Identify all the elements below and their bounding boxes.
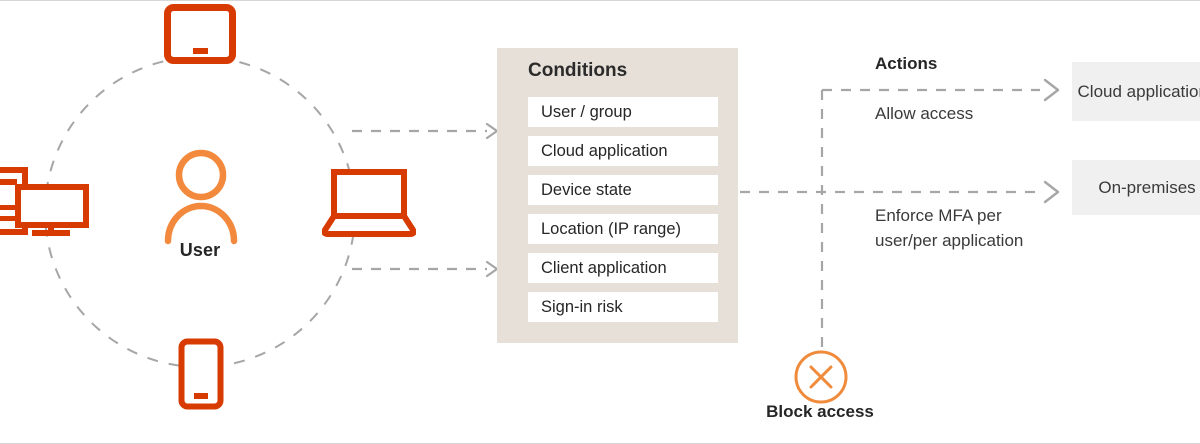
tablet-icon [164,4,236,64]
conditions-title: Conditions [528,60,628,81]
destination-cloud-applications[interactable]: Cloud applications [1072,62,1200,121]
identity-cluster: User [0,0,440,444]
phone-icon [178,338,224,410]
arrowhead-upper-conditions [485,122,499,140]
condition-item-sign-in-risk[interactable]: Sign-in risk [528,292,718,322]
arrowhead-onpremises [1043,180,1060,204]
user-label: User [179,240,221,260]
destination-on-premises[interactable]: On-premises [1072,160,1200,215]
circle-x-icon [792,348,850,406]
condition-item-user-group[interactable]: User / group [528,97,718,127]
laptop-icon [321,168,417,238]
desktop-server-icon [0,167,90,239]
conditions-list: User / group Cloud application Device st… [528,97,718,322]
person-icon [162,146,240,246]
block-access-label: Block access [766,402,874,421]
condition-item-client-application[interactable]: Client application [528,253,718,283]
condition-item-cloud-application[interactable]: Cloud application [528,136,718,166]
conditions-panel: Conditions User / group Cloud applicatio… [497,48,738,343]
condition-item-location-ip-range[interactable]: Location (IP range) [528,214,718,244]
condition-item-device-state[interactable]: Device state [528,175,718,205]
arrowhead-cloud-applications [1043,78,1060,102]
top-divider [0,0,1200,1]
arrowhead-lower-conditions [485,260,499,278]
allow-access-label: Allow access [875,104,974,123]
actions-title: Actions [875,54,938,73]
enforce-mfa-label: Enforce MFA per user/per application [875,206,1024,250]
